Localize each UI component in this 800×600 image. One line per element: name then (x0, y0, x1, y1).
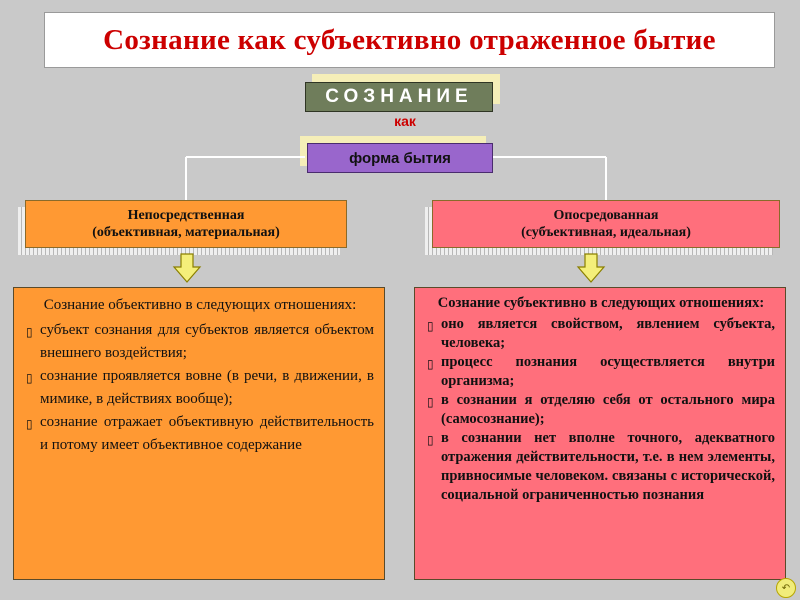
bullet-icon: ▯ (26, 325, 33, 339)
right-panel-heading: Сознание субъективно в следующих отношен… (437, 295, 765, 311)
list-item: ▯ в сознании нет вполне точного, адекват… (427, 429, 775, 505)
left-branch-subtitle: (объективная, материальная) (92, 225, 280, 240)
list-item: ▯ процесс познания осуществляется внутри… (427, 353, 775, 391)
right-content-panel: Сознание субъективно в следующих отношен… (414, 287, 786, 580)
right-branch-subtitle: (субъективная, идеальная) (521, 225, 691, 240)
main-concept-box: СОЗНАНИЕ (305, 82, 493, 112)
right-item-2: процесс познания осуществляется внутри о… (441, 354, 775, 389)
page-title: Сознание как субъективно отраженное быти… (103, 23, 716, 56)
list-item: ▯ сознание проявляется вовне (в речи, в … (26, 365, 374, 411)
back-navigation-icon[interactable]: ↶ (776, 578, 796, 598)
bullet-icon: ▯ (427, 319, 434, 333)
list-item: ▯ сознание отражает объективную действит… (26, 411, 374, 457)
right-item-3: в сознании я отделяю себя от остального … (441, 392, 775, 427)
connector-word: как (394, 113, 416, 129)
list-item: ▯ оно является свойством, явлением субъе… (427, 315, 775, 353)
bullet-icon: ▯ (427, 433, 434, 447)
left-branch-title: Непосредственная (127, 208, 245, 223)
list-item: ▯ в сознании я отделяю себя от остальног… (427, 391, 775, 429)
left-panel-heading: Сознание объективно в следующих отношени… (43, 297, 357, 313)
list-item: ▯ субъект сознания для субъектов являетс… (26, 319, 374, 365)
bullet-icon: ▯ (26, 371, 33, 385)
right-branch-title: Опосредованная (553, 208, 659, 223)
bullet-icon: ▯ (26, 417, 33, 431)
bullet-icon: ▯ (427, 357, 434, 371)
left-item-3: сознание отражает объективную действител… (40, 414, 374, 453)
title-banner: Сознание как субъективно отраженное быти… (44, 12, 775, 68)
right-down-arrow-icon (576, 253, 606, 283)
bullet-icon: ▯ (427, 395, 434, 409)
left-item-2: сознание проявляется вовне (в речи, в дв… (40, 368, 374, 407)
left-content-panel: Сознание объективно в следующих отношени… (13, 287, 385, 580)
main-concept-label: СОЗНАНИЕ (325, 86, 473, 107)
form-label: форма бытия (349, 149, 451, 167)
left-branch-box: Непосредственная (объективная, материаль… (25, 200, 347, 248)
left-item-1: субъект сознания для субъектов является … (40, 322, 374, 361)
right-branch-box: Опосредованная (субъективная, идеальная) (432, 200, 780, 248)
right-item-4: в сознании нет вполне точного, адекватно… (441, 430, 775, 503)
form-box: форма бытия (307, 143, 493, 173)
right-item-1: оно является свойством, явлением субъект… (441, 316, 775, 351)
left-down-arrow-icon (172, 253, 202, 283)
